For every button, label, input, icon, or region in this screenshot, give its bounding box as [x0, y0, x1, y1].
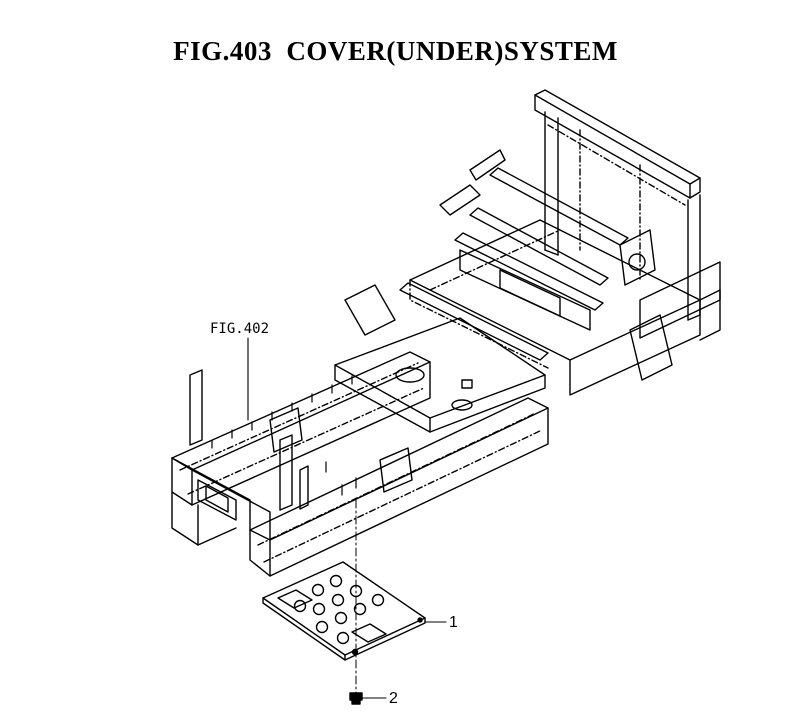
callout-2: 2 [389, 690, 398, 707]
cover-holes [293, 574, 385, 645]
callout-1: 1 [449, 614, 458, 631]
rail-studs [211, 375, 357, 496]
rops-frame [534, 89, 701, 321]
front-cross-member [171, 457, 271, 541]
floor-plate [334, 317, 546, 433]
fig402-reference: FIG.402 [210, 321, 269, 337]
callout-leaders [361, 621, 447, 699]
under-cover-plate [262, 561, 426, 661]
frame-left-rail [171, 351, 431, 546]
mounting-brackets [189, 149, 673, 511]
frame-right-rail [249, 397, 549, 577]
bolt-part [349, 692, 363, 705]
figure-title: FIG.403 COVER(UNDER)SYSTEM [173, 36, 618, 66]
cross-tubes [399, 167, 629, 361]
